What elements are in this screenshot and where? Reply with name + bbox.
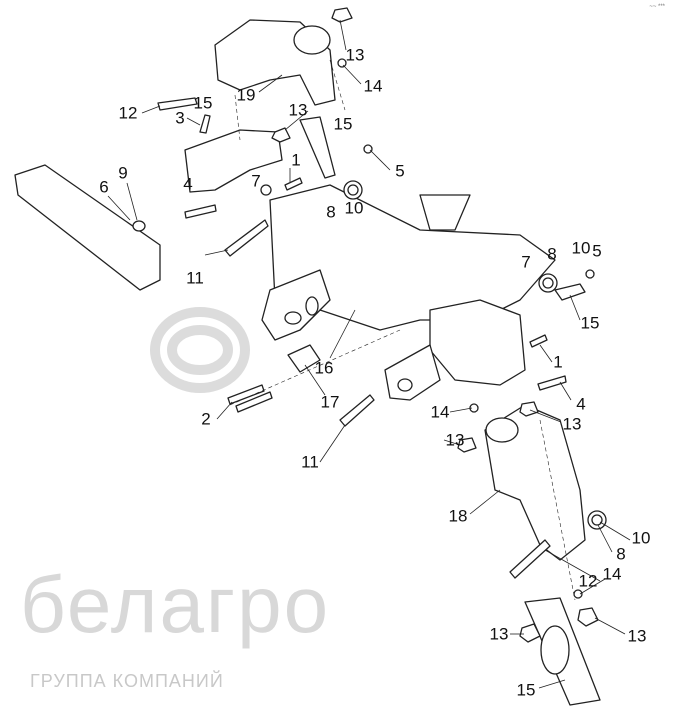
callout-4: 4 [576,394,586,414]
callout-11: 11 [186,268,204,288]
callout-15: 15 [333,114,353,134]
callout-10: 10 [571,238,591,258]
watermark-subtitle: ГРУППА КОМПАНИЙ [30,671,224,691]
callout-13: 13 [288,100,308,120]
callout-13: 13 [627,626,647,646]
callout-19: 19 [236,85,256,105]
callout-6: 6 [99,177,109,197]
right-bracket [429,299,526,386]
callout-8: 8 [326,202,336,222]
side-plate [261,269,331,341]
bracket-15 [184,129,283,193]
corner-code: ~~ *** [649,4,665,10]
callout-11: 11 [301,452,319,472]
callout-14: 14 [363,76,383,96]
callout-2: 2 [201,409,211,429]
callout-4: 4 [183,174,193,194]
nuts [271,7,599,643]
callout-5: 5 [395,161,405,181]
callout-1: 1 [291,150,301,170]
callout-14: 14 [602,564,622,584]
bracket-18 [484,404,586,561]
callout-13: 13 [489,624,509,644]
coupler-17 [287,344,321,373]
callout-15: 15 [580,313,600,333]
callout-15: 15 [516,680,536,700]
callout-13: 13 [445,430,465,450]
callout-13: 13 [345,45,365,65]
callout-14: 14 [430,402,450,422]
watermark-brand: белагро [20,560,331,649]
callout-8: 8 [616,544,626,564]
callout-18: 18 [448,506,468,526]
callout-12: 12 [118,103,138,123]
callout-10: 10 [631,528,651,548]
callout-16: 16 [314,358,334,378]
callout-1: 1 [553,352,563,372]
callout-3: 3 [175,108,185,128]
callout-17: 17 [320,392,340,412]
callout-15: 15 [193,93,213,113]
callout-7: 7 [521,252,531,272]
callout-13: 13 [562,414,582,434]
callout-12: 12 [578,571,598,591]
callout-8: 8 [547,244,557,264]
callout-7: 7 [251,171,261,191]
rear-beam [14,164,161,291]
callout-5: 5 [592,241,602,261]
callout-9: 9 [118,163,128,183]
callout-10: 10 [344,198,364,218]
